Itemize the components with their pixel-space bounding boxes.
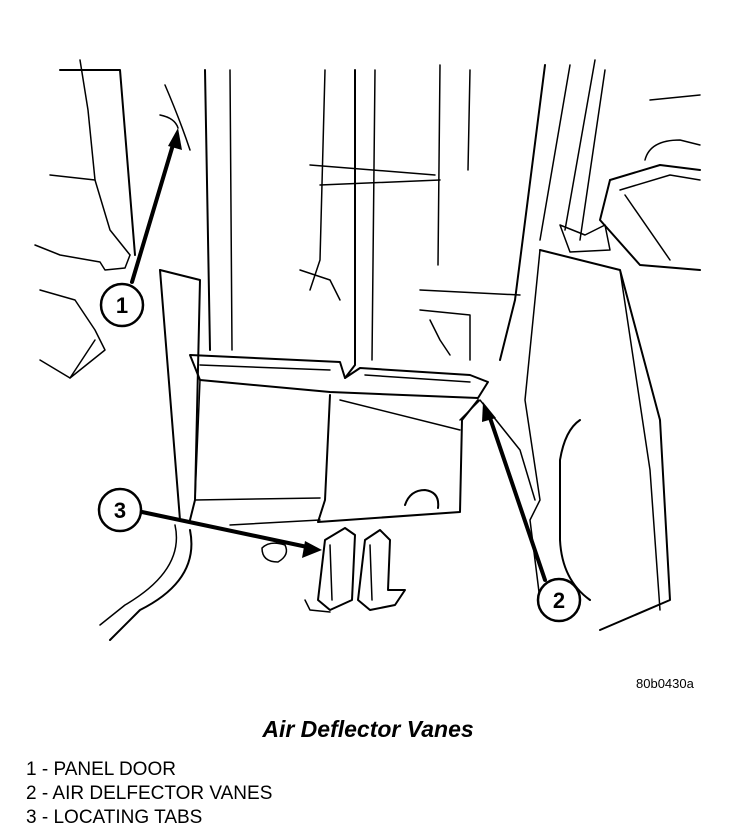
callout-circle-1 <box>99 282 145 328</box>
legend-item: 1 - PANEL DOOR <box>26 758 272 782</box>
panel-door-outline <box>34 59 191 379</box>
callout-number-3: 3 <box>114 498 126 523</box>
arrowhead-1 <box>168 128 182 150</box>
legend-number: 3 <box>26 807 37 828</box>
legend-separator: - <box>36 759 54 780</box>
callout-1 <box>99 282 145 328</box>
locating-tabs <box>229 519 406 613</box>
legend-number: 2 <box>26 783 37 804</box>
diagram-illustration: 1 2 3 <box>34 59 701 641</box>
legend-separator: - <box>36 807 54 828</box>
figure-id: 80b0430a <box>636 676 694 691</box>
callout-number-1: 1 <box>116 293 128 318</box>
arrowhead-2 <box>482 402 496 422</box>
callout-circle-3 <box>97 487 143 533</box>
callout-3 <box>97 487 143 533</box>
legend-item: 3 - LOCATING TABS <box>26 806 272 830</box>
legend-text: PANEL DOOR <box>53 759 176 780</box>
legend-separator: - <box>36 783 53 804</box>
leader-line-3 <box>140 510 314 550</box>
callout-circle-2 <box>536 577 582 623</box>
legend-list: 1 - PANEL DOOR 2 - AIR DELFECTOR VANES 3… <box>26 758 272 830</box>
left-side-panel <box>99 269 201 641</box>
center-duct <box>204 59 606 379</box>
legend-item: 2 - AIR DELFECTOR VANES <box>26 782 272 806</box>
arrowhead-3 <box>302 541 322 558</box>
figure-caption: Air Deflector Vanes <box>262 716 474 742</box>
leader-line-1 <box>130 136 177 284</box>
leader-line-2 <box>486 410 547 582</box>
deflector-vane-bar <box>189 354 489 399</box>
legend-text: LOCATING TABS <box>53 807 203 828</box>
legend-text: AIR DELFECTOR VANES <box>52 783 273 804</box>
leader-lines <box>130 136 547 582</box>
callout-2 <box>536 577 582 623</box>
right-housing <box>459 94 701 631</box>
leader-arrowheads <box>168 128 496 558</box>
callout-number-2: 2 <box>553 588 565 613</box>
legend-number: 1 <box>26 759 37 780</box>
vane-lower-block <box>194 379 479 523</box>
